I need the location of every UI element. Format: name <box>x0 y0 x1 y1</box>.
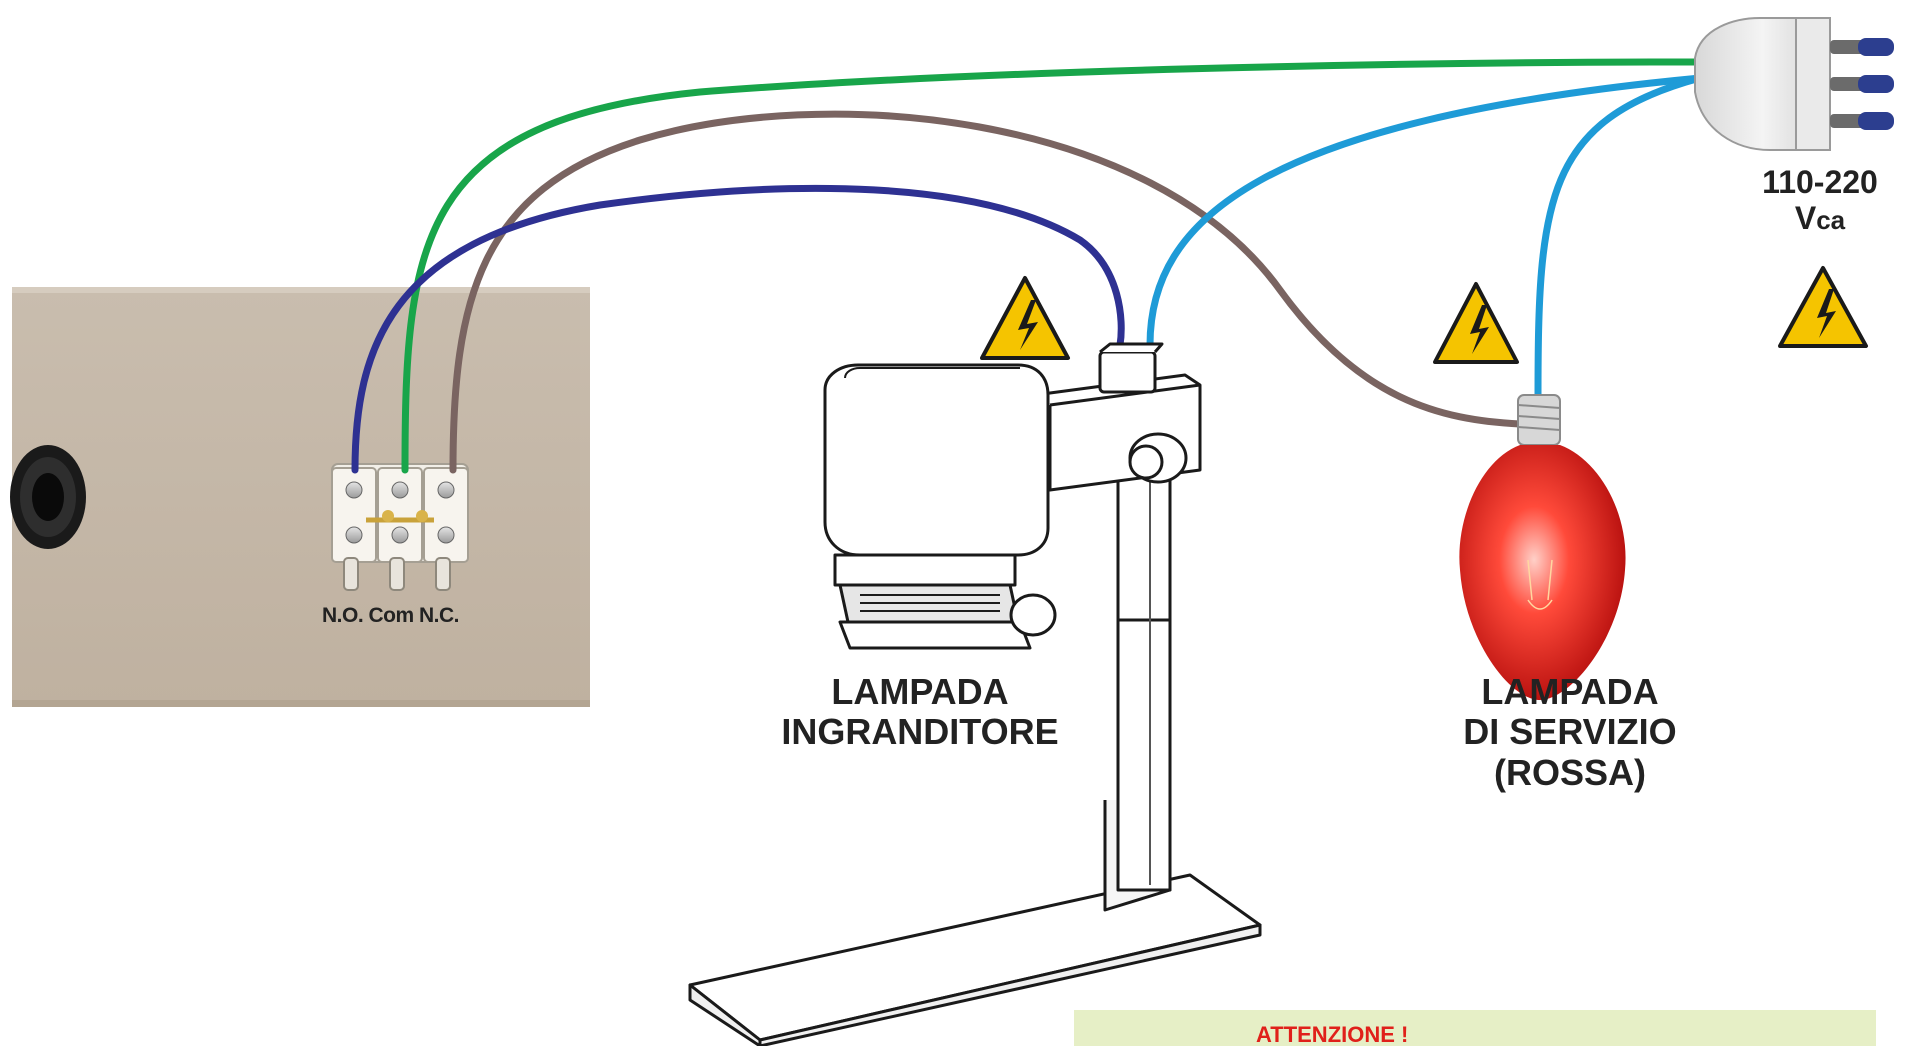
enlarger-lamp-label-line1: LAMPADA <box>770 672 1070 712</box>
service-lamp-label-line2: DI SERVIZIO <box>1420 712 1720 752</box>
voltage-unit: Vca <box>1740 201 1900 237</box>
voltage-unit-sub: ca <box>1816 205 1845 235</box>
enlarger-lamp-label: LAMPADA INGRANDITORE <box>770 672 1070 753</box>
service-lamp-label: LAMPADA DI SERVIZIO (ROSSA) <box>1420 672 1720 793</box>
high-voltage-warning-icon <box>1780 268 1866 346</box>
voltage-value: 110-220 <box>1740 165 1900 201</box>
voltage-unit-v: V <box>1795 200 1816 236</box>
wire-blue-enlarger <box>1150 78 1700 345</box>
enlarger-lamp-label-line2: INGRANDITORE <box>770 712 1070 752</box>
terminal-labels: N.O. Com N.C. <box>322 604 482 628</box>
service-lamp-label-line1: LAMPADA <box>1420 672 1720 712</box>
warning-box <box>1074 1010 1876 1046</box>
terminal-block-icon <box>332 464 468 590</box>
high-voltage-warning-icon <box>1435 284 1517 362</box>
jack-socket-icon <box>10 445 86 549</box>
high-voltage-warning-icon <box>982 278 1068 358</box>
warning-title: ATTENZIONE ! <box>1256 1022 1408 1048</box>
wire-blue-lamp <box>1538 78 1700 400</box>
voltage-label: 110-220 Vca <box>1740 165 1900 237</box>
control-box-icon <box>12 287 590 707</box>
power-plug-icon <box>1695 18 1894 150</box>
service-lamp-label-line3: (ROSSA) <box>1420 753 1720 793</box>
red-light-bulb-icon <box>1459 395 1625 700</box>
